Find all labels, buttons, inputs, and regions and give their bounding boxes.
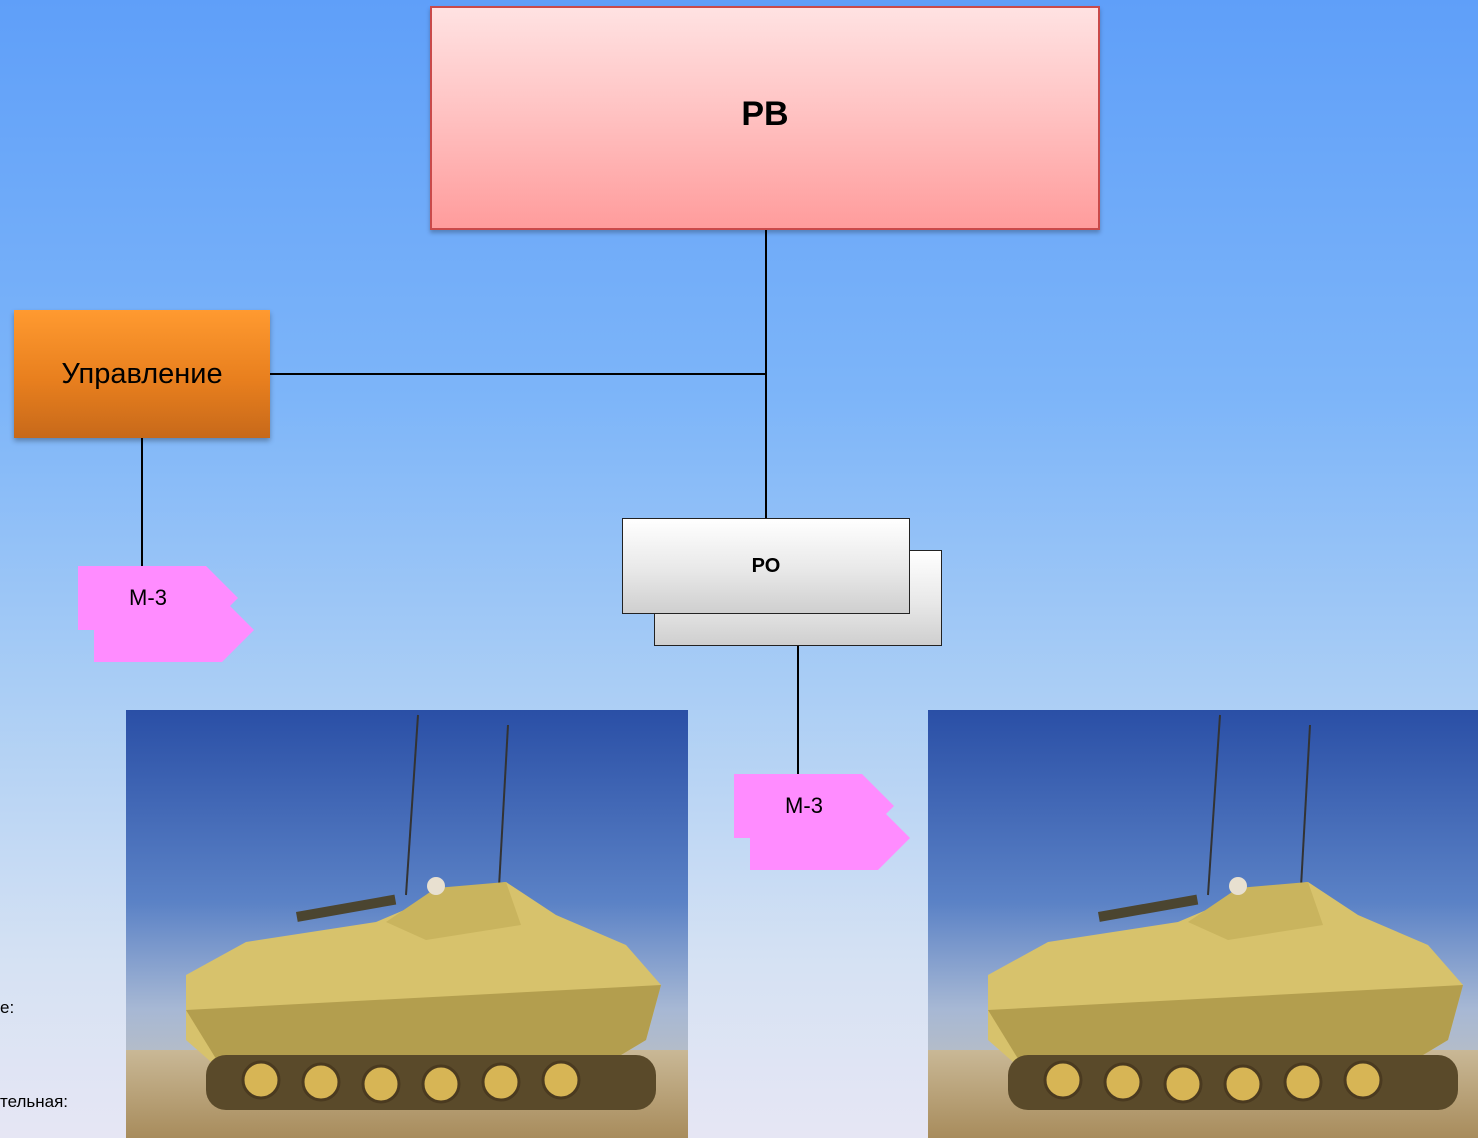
- tag-left-label: М-3: [129, 585, 167, 610]
- ro-box[interactable]: РО: [622, 518, 910, 614]
- management-box-label: Управление: [61, 357, 223, 390]
- ro-box-label: РО: [751, 554, 781, 577]
- tag-left[interactable]: М-3: [78, 566, 238, 630]
- tank-photo-left: [126, 710, 688, 1138]
- side-text-1: е:: [0, 998, 15, 1017]
- tag-right[interactable]: М-3: [734, 774, 894, 838]
- tank-photo-right: [928, 710, 1478, 1138]
- tag-right-label: М-3: [785, 793, 823, 818]
- pb-box[interactable]: РВ: [430, 6, 1100, 230]
- management-box[interactable]: Управление: [14, 310, 270, 438]
- pb-box-label: РВ: [741, 94, 789, 133]
- side-text-2: тельная:: [0, 1092, 69, 1111]
